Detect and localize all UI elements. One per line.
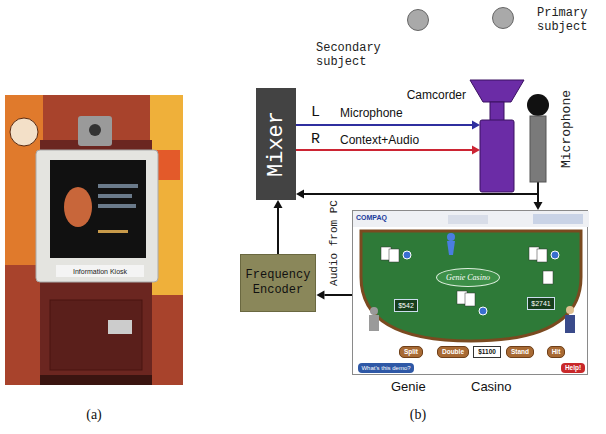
wall — [5, 95, 183, 385]
arrow-head — [296, 190, 304, 199]
node-label: Mixer — [264, 111, 289, 177]
node-label: Microphone — [559, 90, 574, 168]
monitor-screen — [50, 160, 146, 258]
node-label: Hit — [552, 348, 561, 356]
node-label: Casino — [471, 379, 511, 394]
screen-face — [64, 187, 92, 227]
header-badge — [533, 214, 583, 224]
connector — [274, 200, 283, 254]
node-label: $2741 — [531, 299, 550, 308]
cabinet-door — [50, 300, 142, 370]
screen-line — [98, 204, 136, 208]
node-label: Genie — [391, 379, 426, 394]
node-label: What's this demo? — [361, 364, 410, 372]
channel-label: R — [311, 131, 320, 148]
playing-card — [543, 271, 553, 284]
connector — [534, 182, 543, 210]
arrow-head — [472, 121, 480, 130]
chip — [551, 251, 559, 259]
channel-label: L — [311, 104, 320, 121]
camera-housing — [78, 116, 112, 146]
bank-box: $542 — [394, 299, 418, 312]
encoder-box: Frequency Encoder — [240, 254, 317, 312]
node-label: Camcorder — [407, 88, 466, 102]
node-label: $1100 — [478, 348, 496, 356]
genie-figure — [447, 233, 455, 241]
app-header — [353, 211, 589, 227]
kiosk-sign: Information Kiosk — [73, 267, 127, 276]
player-figure — [566, 306, 574, 314]
card-table — [361, 231, 581, 341]
label-strip — [56, 265, 144, 277]
microphone-body — [530, 116, 546, 182]
game-button: Stand — [506, 346, 534, 358]
subject-circle: Secondary subject — [407, 9, 429, 31]
mixer-box: Mixer — [256, 88, 296, 200]
connector-line — [277, 208, 279, 254]
arrow-head — [274, 200, 283, 208]
arrow-head — [472, 146, 480, 155]
camcorder-lens — [470, 80, 524, 102]
game-button: Split — [399, 346, 423, 358]
help-button: Help! — [561, 363, 585, 373]
arrow-head — [316, 291, 324, 300]
bet-box: $1100 — [473, 346, 501, 358]
panel-label: (a) — [86, 407, 102, 423]
node-label: $542 — [398, 301, 414, 310]
connector-line — [537, 182, 539, 202]
microphone-symbol — [527, 94, 549, 182]
logo-oval: Genie Casino — [436, 268, 500, 287]
playing-card — [537, 249, 547, 262]
node-label: Secondary subject — [316, 41, 390, 69]
robot-figure — [369, 315, 379, 331]
bank-box: $2741 — [527, 297, 554, 310]
chip — [479, 307, 487, 315]
robot-figure — [370, 307, 378, 315]
player-figure — [565, 315, 575, 333]
playing-card — [389, 249, 399, 262]
node-label: Stand — [511, 348, 529, 356]
screen-line — [98, 184, 138, 188]
genie-figure — [447, 241, 455, 255]
screen-line — [98, 230, 128, 233]
camcorder-symbol — [480, 80, 514, 192]
screen-line — [98, 194, 132, 198]
camcorder-body — [480, 120, 514, 192]
header-badge — [448, 215, 488, 224]
edge-label: Microphone — [340, 106, 403, 120]
connector-line — [296, 149, 472, 151]
microphone-head — [527, 94, 549, 116]
connector-line — [324, 294, 352, 296]
arrow-head — [534, 202, 543, 210]
brand-logo: COMPAQ — [356, 213, 387, 222]
subject-circle: Primary subject — [492, 7, 514, 29]
game-button: Hit — [547, 346, 566, 358]
node-label: Primary subject — [537, 6, 599, 34]
node-label: Help! — [565, 364, 581, 372]
connector — [316, 291, 352, 300]
node-label: Double — [442, 348, 464, 356]
game-button: Double — [437, 346, 469, 358]
connector-line — [296, 124, 472, 126]
chip — [403, 251, 411, 259]
camera-lens — [89, 124, 101, 136]
monitor-frame — [36, 150, 158, 282]
card-slot — [108, 320, 132, 334]
edge-label: Audio from PC — [328, 200, 340, 286]
node-label: Genie Casino — [446, 273, 490, 282]
demo-button: What's this demo? — [358, 363, 413, 373]
node-label: Split — [404, 348, 418, 356]
playing-card — [465, 293, 475, 306]
connector — [296, 121, 480, 130]
node-label: Frequency Encoder — [246, 268, 311, 298]
cabinet-base — [40, 375, 152, 385]
edge-label: Context+Audio — [340, 133, 419, 147]
microphone: Microphone — [527, 94, 549, 182]
camcorder: Camcorder — [480, 80, 514, 192]
screenshot-panel: GenieCasinoGenie Casino$542$2741SplitDou… — [352, 210, 588, 375]
cartoon-face — [10, 118, 38, 146]
panel-label: (b) — [410, 407, 426, 423]
